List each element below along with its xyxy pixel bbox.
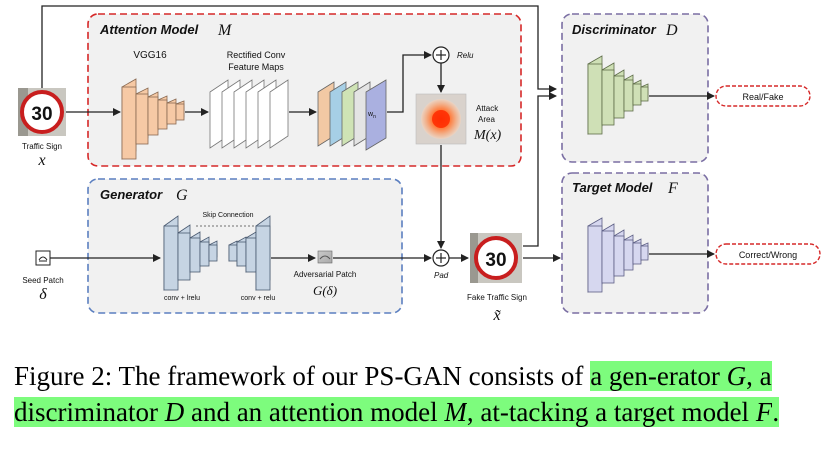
adversarial-patch-image bbox=[317, 250, 333, 264]
attention-symbol: M bbox=[217, 22, 233, 39]
correct-wrong-output: Correct/Wrong bbox=[715, 243, 821, 265]
discriminator-network bbox=[587, 55, 649, 135]
traffic-sign-image: 30 bbox=[18, 88, 66, 136]
target-title: Target Model bbox=[572, 180, 653, 195]
caption-g: G bbox=[726, 361, 747, 391]
figure-caption: Figure 2: The framework of our PS-GAN co… bbox=[14, 358, 822, 430]
fake-sign-math: x̃ bbox=[492, 307, 501, 324]
skip-connection-label: Skip Connection bbox=[203, 212, 254, 219]
weighted-maps bbox=[317, 79, 387, 151]
weight-label: wn bbox=[367, 111, 376, 120]
flow-arrows bbox=[41, 5, 715, 262]
framework-diagram: Attention Model M VGG16 Rectified Conv F… bbox=[18, 5, 821, 324]
pad-add-node bbox=[432, 249, 450, 267]
attack-label-2: Area bbox=[478, 115, 495, 124]
feature-maps bbox=[209, 79, 289, 149]
target-network bbox=[587, 217, 649, 293]
attack-math: M(x) bbox=[473, 128, 502, 143]
attack-area-image bbox=[415, 93, 467, 145]
caption-end: . bbox=[772, 397, 780, 427]
fake-sign-label: Fake Traffic Sign bbox=[467, 293, 527, 302]
generator-decoder bbox=[228, 215, 271, 291]
caption-highlight-3: and an attention model bbox=[190, 397, 438, 427]
correct-wrong-label: Correct/Wrong bbox=[739, 250, 797, 260]
traffic-sign-math: x bbox=[37, 152, 45, 169]
rectified-label-2: Feature Maps bbox=[228, 62, 284, 72]
pad-label: Pad bbox=[434, 271, 449, 280]
adversarial-patch-math: G(δ) bbox=[313, 283, 337, 298]
real-fake-label: Real/Fake bbox=[742, 92, 783, 102]
attention-model-box: Attention Model M bbox=[87, 13, 522, 167]
relu-add-node bbox=[432, 46, 450, 64]
relu-label: Relu bbox=[457, 51, 474, 60]
seed-patch-icon bbox=[35, 250, 51, 266]
seed-patch-math: δ bbox=[39, 286, 47, 303]
discriminator-symbol: D bbox=[665, 22, 678, 39]
caption-highlight-1: a gen-erator bbox=[590, 361, 720, 391]
caption-highlight-4: , at-tacking a target model bbox=[466, 397, 750, 427]
traffic-sign-label: Traffic Sign bbox=[22, 142, 62, 151]
conv-lrelu-label: conv + lrelu bbox=[164, 295, 200, 302]
fake-sign-number: 30 bbox=[485, 250, 506, 271]
attack-label-1: Attack bbox=[476, 104, 499, 113]
attention-title: Attention Model bbox=[99, 22, 199, 37]
caption-m: M bbox=[444, 397, 467, 427]
adversarial-patch-label: Adversarial Patch bbox=[294, 270, 357, 279]
caption-d: D bbox=[164, 397, 185, 427]
vgg16-block bbox=[121, 78, 185, 160]
target-symbol: F bbox=[667, 180, 678, 197]
caption-f: F bbox=[755, 397, 773, 427]
generator-title: Generator bbox=[100, 187, 163, 202]
generator-symbol: G bbox=[176, 187, 188, 204]
rectified-label-1: Rectified Conv bbox=[227, 50, 286, 60]
seed-patch-label: Seed Patch bbox=[22, 276, 63, 285]
fake-traffic-sign-image: 30 bbox=[470, 233, 522, 283]
traffic-sign-number: 30 bbox=[31, 104, 52, 125]
caption-prefix: Figure 2: The framework of our PS-GAN co… bbox=[14, 361, 591, 391]
conv-relu-label: conv + relu bbox=[241, 295, 276, 302]
real-fake-output: Real/Fake bbox=[715, 85, 811, 107]
discriminator-title: Discriminator bbox=[572, 22, 657, 37]
generator-encoder bbox=[163, 215, 218, 291]
vgg-label: VGG16 bbox=[133, 50, 167, 61]
